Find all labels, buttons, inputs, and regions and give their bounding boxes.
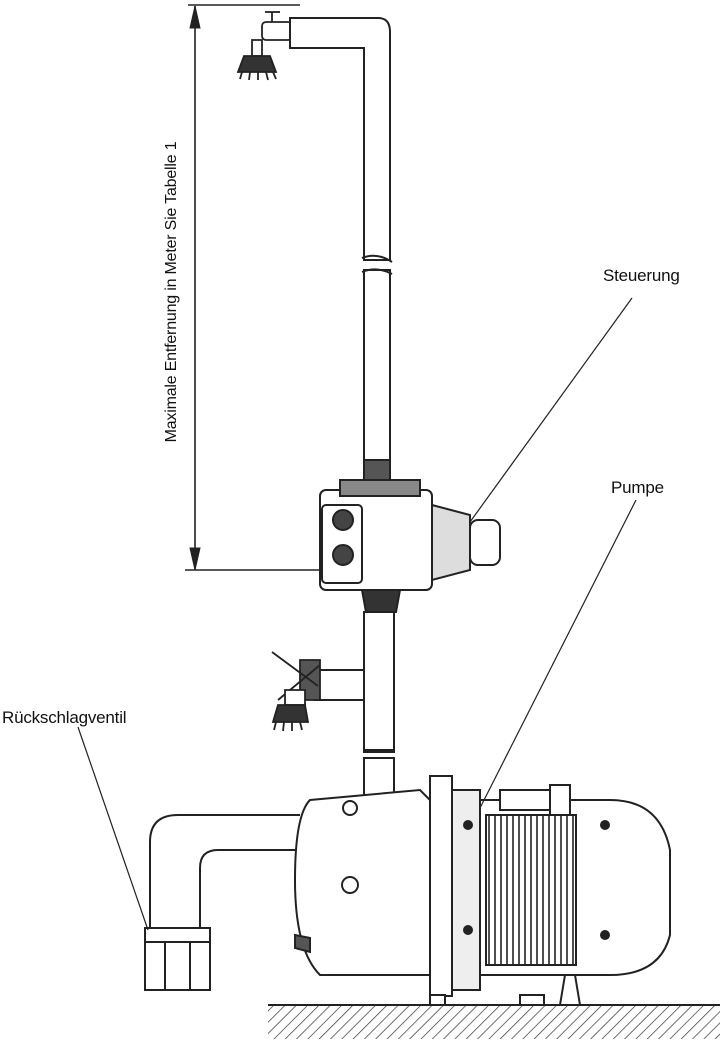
riser-pipe	[289, 17, 393, 491]
pressure-controller	[319, 479, 501, 613]
pump	[293, 757, 671, 1006]
middle-pipe	[314, 611, 395, 753]
steuerung-leader	[469, 297, 633, 523]
pumpe-label: Pumpe	[611, 478, 664, 497]
steuerung-label: Steuerung	[603, 266, 680, 285]
ground	[268, 1004, 720, 1039]
side-tap	[271, 651, 321, 732]
upper-tap	[236, 11, 293, 81]
max-distance-label: Maximale Entfernung in Meter Sie Tabelle…	[163, 141, 180, 443]
check-valve	[144, 927, 211, 991]
suction-pipe	[149, 814, 300, 935]
rueckschlagventil-leader	[77, 726, 149, 931]
pumpe-leader	[479, 499, 637, 809]
leader-lines	[77, 297, 637, 931]
distance-dimension-line	[185, 4, 350, 571]
rueckschlagventil-label: Rückschlagventil	[2, 708, 127, 727]
